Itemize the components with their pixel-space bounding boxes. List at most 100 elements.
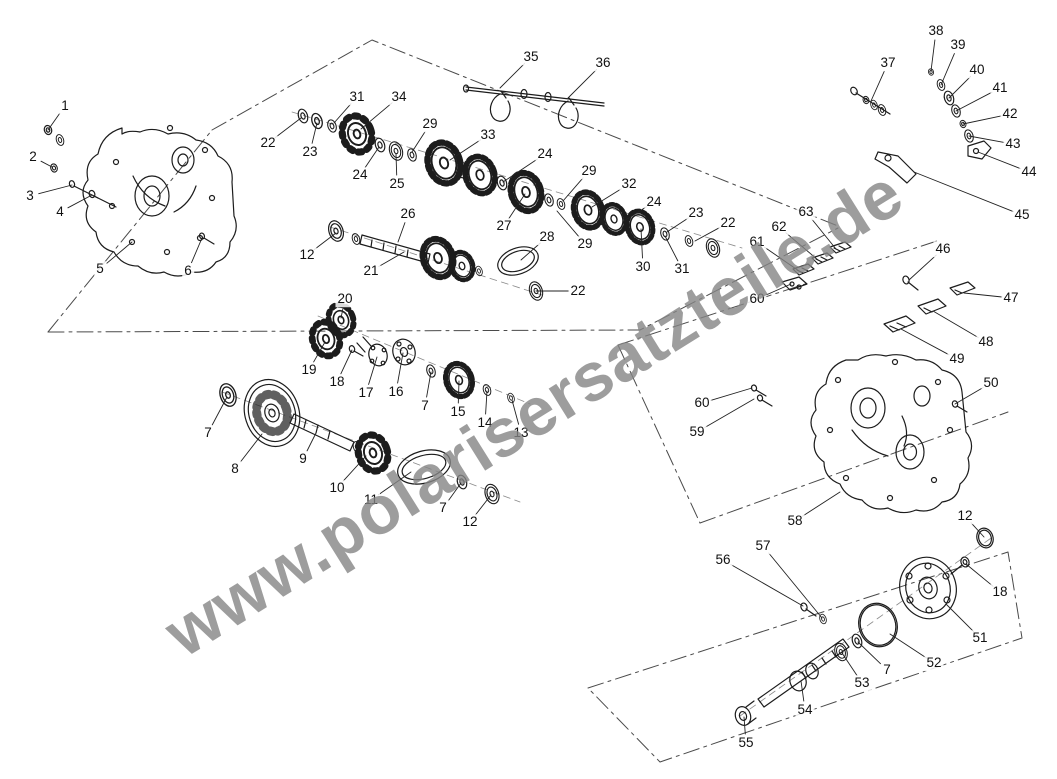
- part-number-label-12: 12: [955, 508, 975, 524]
- assembly-axis-lines: [221, 111, 995, 717]
- part-number-label-22: 22: [718, 215, 738, 231]
- leader-line: [841, 652, 858, 676]
- leader-line: [397, 222, 406, 243]
- part-number-label-46: 46: [933, 241, 953, 257]
- leader-line: [313, 341, 326, 363]
- leader-line: [311, 122, 318, 144]
- leader-line: [274, 117, 302, 139]
- leader-line: [704, 398, 755, 428]
- belt-11: [397, 449, 451, 485]
- part-number-label-29: 29: [420, 116, 440, 132]
- part-number-label-18: 18: [327, 374, 347, 390]
- part-number-label-43: 43: [1003, 136, 1023, 152]
- leader-line: [340, 349, 353, 375]
- part-number-label-24: 24: [350, 167, 370, 183]
- part-number-label-52: 52: [924, 655, 944, 671]
- leader-line: [397, 352, 404, 384]
- leader-line: [764, 283, 792, 296]
- upper-gear-train: [295, 107, 723, 260]
- part-number-label-53: 53: [852, 675, 872, 691]
- leader-line: [395, 153, 398, 176]
- leader-line: [411, 131, 426, 153]
- leader-line: [499, 62, 526, 89]
- part-number-label-26: 26: [398, 206, 418, 222]
- left-housing: [82, 124, 237, 277]
- lower-gear-cluster: [308, 301, 516, 405]
- leader-line: [940, 52, 955, 86]
- leader-line: [962, 115, 1002, 125]
- leader-line: [664, 235, 679, 262]
- leader-line: [426, 371, 432, 398]
- leader-line: [963, 292, 1003, 298]
- part-number-label-49: 49: [947, 351, 967, 367]
- leader-line: [364, 146, 380, 169]
- pulley-8: [243, 379, 301, 447]
- part-number-label-16: 16: [386, 384, 406, 400]
- leader-line: [368, 356, 378, 385]
- leader-line: [857, 641, 881, 665]
- part-number-label-33: 33: [478, 127, 498, 143]
- part-number-label-29: 29: [575, 236, 595, 252]
- leader-line: [591, 188, 622, 208]
- part-number-label-42: 42: [1000, 106, 1020, 122]
- leader-line: [313, 232, 337, 251]
- part-number-label-48: 48: [976, 334, 996, 350]
- part-number-label-35: 35: [521, 49, 541, 65]
- housing-bolts: [750, 384, 773, 407]
- part-number-label-12: 12: [297, 247, 317, 263]
- leader-line: [954, 387, 984, 405]
- leader-line: [67, 194, 93, 209]
- construction-frame-lines: [47, 39, 1023, 763]
- bracket-44: [967, 140, 992, 160]
- output-shaft-assembly: [734, 527, 994, 726]
- leader-line: [520, 242, 541, 261]
- part-number-label-57: 57: [753, 538, 773, 554]
- leader-line: [870, 70, 885, 102]
- leader-line: [785, 232, 819, 261]
- leader-line: [666, 217, 689, 233]
- part-number-label-7: 7: [437, 500, 449, 516]
- leader-line: [191, 237, 203, 264]
- part-number-label-18: 18: [990, 584, 1010, 600]
- part-number-label-55: 55: [736, 735, 756, 751]
- leader-line: [457, 380, 460, 404]
- leader-line: [965, 563, 994, 587]
- mounting-plates: [781, 241, 976, 413]
- leader-lines: [38, 39, 1022, 735]
- cover-51: [899, 556, 957, 620]
- leader-line: [447, 482, 462, 502]
- leader-line: [889, 633, 927, 659]
- lever-45: [874, 151, 917, 184]
- part-number-label-12: 12: [460, 514, 480, 530]
- part-number-label-37: 37: [878, 55, 898, 71]
- part-number-label-7: 7: [881, 662, 893, 678]
- part-number-label-6: 6: [182, 263, 194, 279]
- part-number-label-54: 54: [795, 702, 815, 718]
- part-number-label-8: 8: [229, 461, 241, 477]
- leader-line: [977, 151, 1022, 170]
- leader-line: [38, 184, 73, 195]
- right-fastener-column: [850, 67, 992, 184]
- part-number-label-61: 61: [747, 234, 767, 250]
- leader-line: [970, 522, 985, 538]
- part-number-label-25: 25: [387, 176, 407, 192]
- leader-line: [508, 193, 526, 219]
- part-number-label-5: 5: [94, 261, 106, 277]
- leader-line: [240, 433, 263, 463]
- leader-line: [811, 218, 837, 250]
- leader-line: [306, 432, 317, 452]
- part-number-label-3: 3: [24, 188, 36, 204]
- leader-line: [930, 39, 936, 72]
- leader-line: [730, 564, 804, 607]
- part-number-label-22: 22: [258, 135, 278, 151]
- part-number-label-56: 56: [713, 552, 733, 568]
- part-number-label-24: 24: [644, 194, 664, 210]
- part-number-label-31: 31: [347, 89, 367, 105]
- part-number-label-23: 23: [686, 205, 706, 221]
- part-number-label-29: 29: [579, 163, 599, 179]
- part-number-label-39: 39: [948, 37, 968, 53]
- part-number-label-40: 40: [967, 62, 987, 78]
- leader-line: [908, 254, 937, 281]
- part-number-label-31: 31: [672, 261, 692, 277]
